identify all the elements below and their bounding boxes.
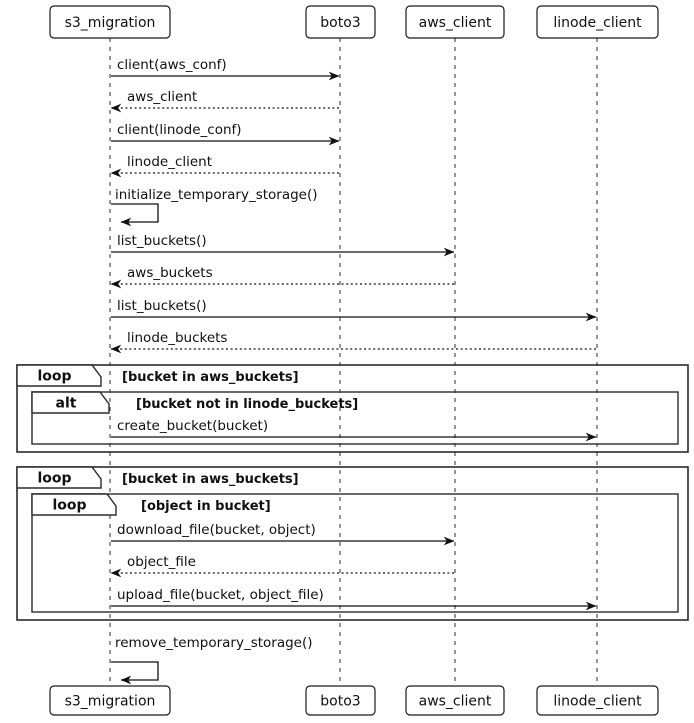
- frame-tab: [31, 493, 117, 516]
- messages-group: client(aws_conf) aws_client client(linode_…: [110, 57, 597, 685]
- participant-label: aws_client: [419, 694, 492, 710]
- message-label: aws_buckets: [127, 265, 213, 281]
- participant-bottom-boto3[interactable]: boto3: [305, 685, 376, 716]
- participant-label: s3_migration: [65, 15, 156, 31]
- participant-top-linode_client[interactable]: linode_client: [536, 5, 659, 39]
- frame-kind-label: loop: [37, 471, 71, 487]
- frame-tab: [16, 466, 102, 489]
- message-m14: remove_temporary_storage(): [111, 635, 313, 685]
- frame-kind-label: loop: [37, 369, 71, 385]
- message-m5: initialize_temporary_storage(): [111, 187, 318, 227]
- lifelines-group: [109, 38, 598, 686]
- message-label: upload_file(bucket, object_file): [117, 587, 324, 603]
- self-message-arrow: [111, 661, 159, 685]
- participant-bottom-linode_client[interactable]: linode_client: [536, 685, 659, 716]
- message-label: aws_client: [127, 89, 197, 105]
- message-label: client(linode_conf): [117, 122, 242, 138]
- frame-guard-label: [bucket in aws_buckets]: [122, 370, 299, 385]
- message-m6: list_buckets(): [111, 233, 455, 257]
- message-label: object_file: [127, 554, 196, 570]
- message-m7: aws_buckets: [110, 265, 454, 289]
- message-label: initialize_temporary_storage(): [115, 187, 318, 203]
- message-label: linode_client: [127, 154, 212, 170]
- participant-bottom-aws_client[interactable]: aws_client: [405, 685, 505, 716]
- message-label: client(aws_conf): [117, 57, 227, 73]
- message-m9: linode_buckets: [110, 330, 596, 354]
- frame-tab: [31, 391, 110, 414]
- frame-guard-label: [bucket not in linode_buckets]: [136, 397, 358, 412]
- participant-top-aws_client[interactable]: aws_client: [405, 5, 505, 39]
- message-m2: aws_client: [110, 89, 339, 113]
- participant-label: aws_client: [419, 15, 492, 31]
- frame-tab: [16, 364, 102, 387]
- message-m11: download_file(bucket, object): [111, 522, 455, 546]
- message-label: download_file(bucket, object): [117, 522, 316, 538]
- message-m13: upload_file(bucket, object_file): [111, 587, 597, 611]
- message-label: create_bucket(bucket): [117, 418, 268, 434]
- message-label: remove_temporary_storage(): [115, 635, 313, 651]
- frame-alt-alt-bucket-missing: alt [bucket not in linode_buckets]: [31, 391, 679, 445]
- message-m12: object_file: [110, 554, 454, 578]
- participant-bottom-s3_migration[interactable]: s3_migration: [49, 685, 171, 716]
- message-label: list_buckets(): [117, 298, 207, 314]
- self-message-arrow: [111, 203, 159, 227]
- message-label: list_buckets(): [117, 233, 207, 249]
- message-m8: list_buckets(): [111, 298, 597, 322]
- frames-group: loop[bucket in aws_buckets]alt[bucket no…: [16, 364, 689, 621]
- frame-guard-label: [bucket in aws_buckets]: [122, 472, 299, 487]
- frame-loop-loop-buckets-objects: loop [bucket in aws_buckets]: [16, 466, 689, 621]
- participant-label: s3_migration: [65, 694, 156, 710]
- message-label: linode_buckets: [127, 330, 227, 346]
- frame-loop-loop-objects: loop [object in bucket]: [31, 493, 679, 613]
- frame-guard-label: [object in bucket]: [141, 499, 271, 514]
- message-m1: client(aws_conf): [111, 57, 340, 81]
- message-m3: client(linode_conf): [111, 122, 340, 146]
- frame-kind-label: loop: [52, 498, 86, 514]
- participant-boxes-group: s3_migration boto3 aws_client linode_client…: [49, 5, 659, 716]
- participant-top-s3_migration[interactable]: s3_migration: [49, 5, 171, 39]
- participant-label: boto3: [320, 15, 360, 31]
- participant-label: linode_client: [553, 694, 642, 710]
- message-m4: linode_client: [110, 154, 339, 178]
- message-m10: create_bucket(bucket): [111, 418, 597, 442]
- participant-label: boto3: [320, 694, 360, 710]
- frame-loop-loop-buckets: loop [bucket in aws_buckets]: [16, 364, 689, 453]
- participant-top-boto3[interactable]: boto3: [305, 5, 376, 39]
- frame-kind-label: alt: [56, 396, 77, 412]
- participant-label: linode_client: [553, 15, 642, 31]
